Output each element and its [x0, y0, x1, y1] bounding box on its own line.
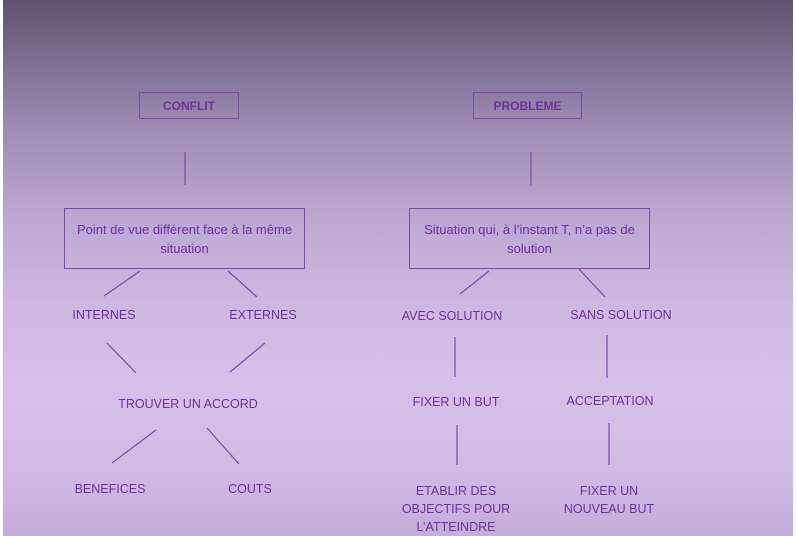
conflit-definition: Point de vue différent face à la même si…: [76, 221, 293, 256]
probleme-definition-box: Situation qui, à l’instant T, n’a pas de…: [409, 208, 650, 269]
probleme-title-box: PROBLEME: [473, 92, 582, 119]
conflit-title: CONFLIT: [163, 98, 215, 113]
conflit-type-externes: EXTERNES: [229, 308, 297, 322]
connector-definition-externes: [227, 270, 258, 298]
connector-internes-accord: [106, 342, 137, 374]
conflit-outcome-couts: COUTS: [228, 482, 272, 496]
conflit-resolution: TROUVER UN ACCORD: [118, 397, 258, 411]
conflit-type-internes: INTERNES: [72, 308, 136, 322]
connector-accord-benefices: [111, 429, 157, 464]
conflit-definition-box: Point de vue différent face à la même si…: [64, 208, 305, 269]
probleme-step-acceptation: ACCEPTATION: [566, 394, 654, 408]
probleme-result-nouveau-but: FIXER UN NOUVEAU BUT: [563, 484, 655, 516]
probleme-title: PROBLEME: [493, 98, 562, 113]
probleme-result-objectifs: ETABLIR DES OBJECTIFS POUR L’ATTEINDRE: [401, 484, 511, 534]
probleme-step-fixer-un-but: FIXER UN BUT: [412, 395, 500, 409]
connector-definition-internes: [103, 270, 141, 297]
connector-externes-accord: [229, 342, 266, 373]
connector-accord-couts: [206, 427, 240, 465]
conflit-title-box: CONFLIT: [139, 92, 239, 119]
probleme-definition: Situation qui, à l’instant T, n’a pas de…: [424, 221, 635, 256]
probleme-branch-avec-solution: AVEC SOLUTION: [401, 309, 503, 323]
connector-definition-sans: [578, 268, 606, 298]
probleme-branch-sans-solution: SANS SOLUTION: [570, 308, 672, 322]
connector-definition-avec: [459, 270, 490, 295]
conflit-outcome-benefices: BENEFICES: [74, 482, 146, 496]
